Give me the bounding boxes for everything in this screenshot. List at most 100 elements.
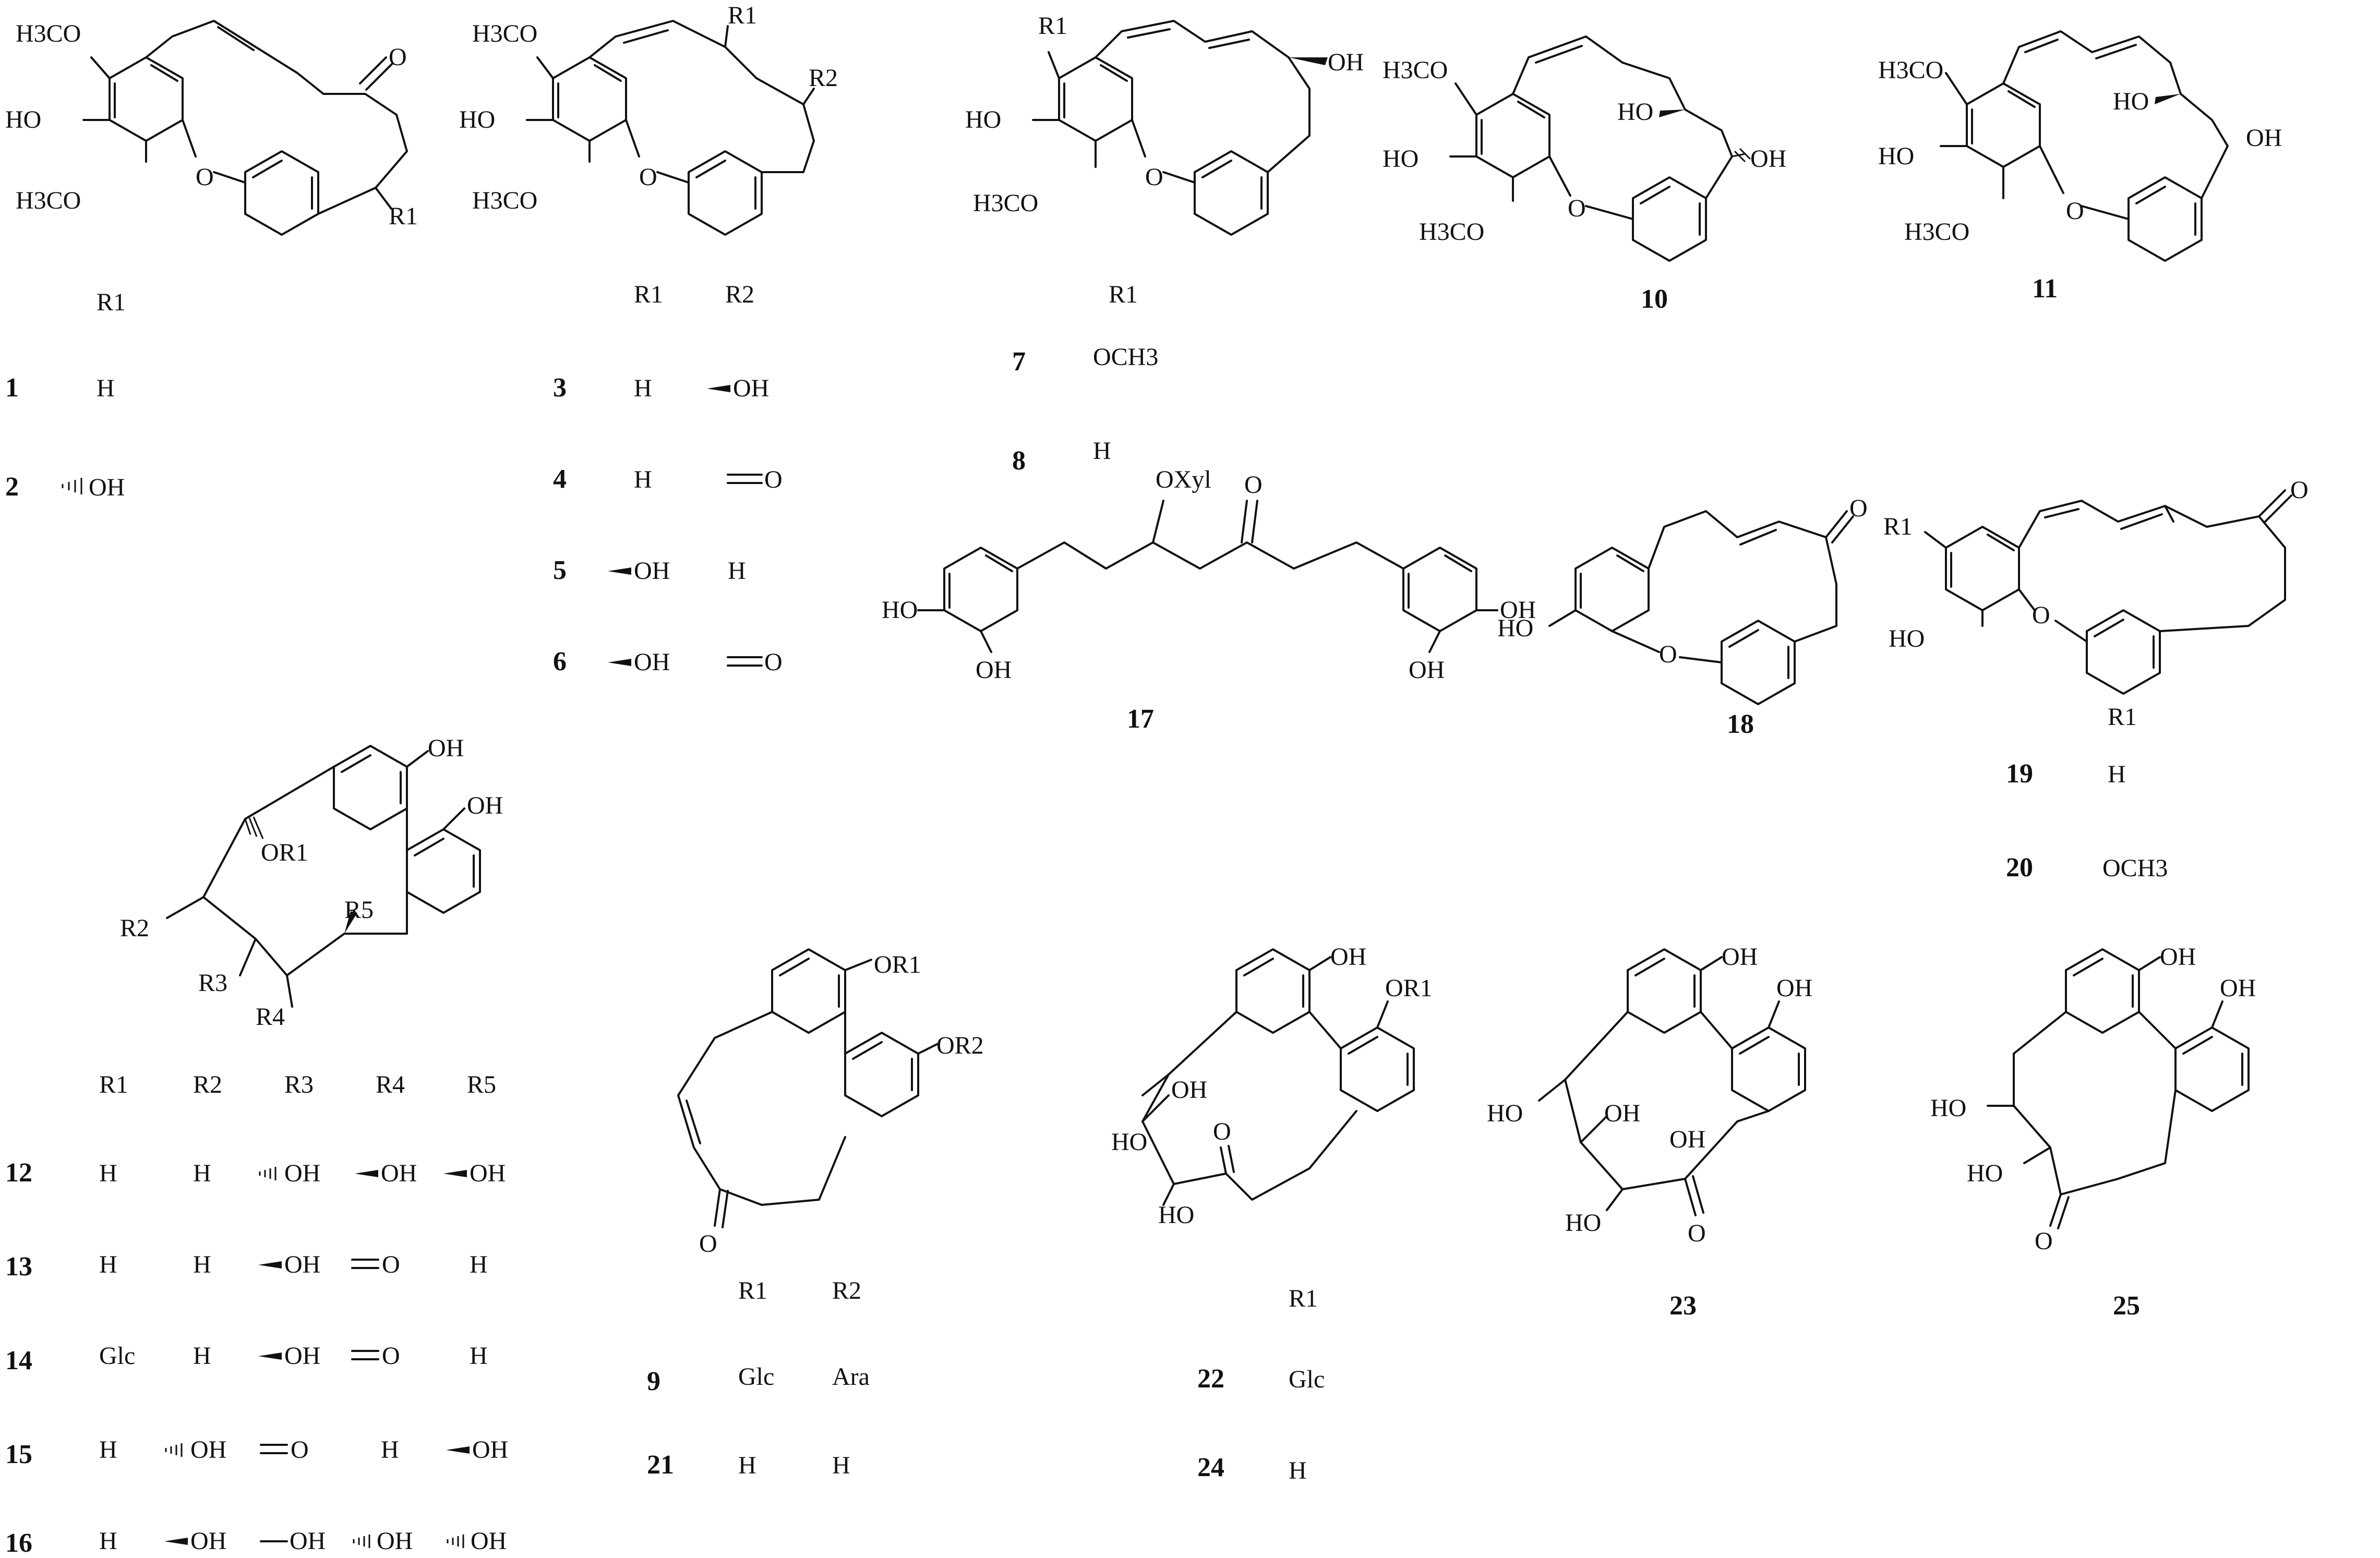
label-oh-right: OH xyxy=(1500,596,1536,624)
compound-number-20: 20 xyxy=(2006,853,2033,883)
wedge-bond-icon xyxy=(443,1170,467,1177)
table-header-r4: R4 xyxy=(376,1071,405,1098)
wedge-bond-icon xyxy=(164,1538,188,1545)
label-ketone-o: O xyxy=(1688,1219,1706,1247)
label-ho-bottom: HO xyxy=(1158,1201,1194,1229)
label-ether-o: O xyxy=(1659,641,1677,668)
cell-4-r1: H xyxy=(634,466,652,493)
table-header-r1: R1 xyxy=(1109,281,1138,308)
cell-13-r1: H xyxy=(99,1251,117,1278)
cell-3-r1: H xyxy=(634,375,652,402)
cell-16-r4: OH xyxy=(377,1527,413,1555)
hash-bond-icon xyxy=(62,478,82,494)
cell-20-r1: OCH3 xyxy=(2102,854,2168,882)
label-or2: OR2 xyxy=(936,1032,984,1059)
compound-number-16: 16 xyxy=(5,1528,32,1558)
label-oh-lower: OH xyxy=(1669,1126,1705,1153)
label-r1: R1 xyxy=(389,202,418,230)
label-ketone-o: O xyxy=(2035,1227,2053,1255)
compound-number-18: 18 xyxy=(1727,709,1754,739)
hash-bond-icon xyxy=(353,1535,370,1548)
table-header-r2: R2 xyxy=(193,1071,222,1098)
substituent-table-compounds-7-8: R1 7 OCH3 8 H xyxy=(1012,281,1158,476)
cell-13-r4: O xyxy=(382,1251,400,1278)
structure-compounds-9-21: OR1 OR2 O xyxy=(677,948,984,1258)
label-h3co-top: H3CO xyxy=(16,20,81,47)
wedge-bond-icon xyxy=(446,1446,470,1454)
label-ether-o: O xyxy=(639,163,657,191)
cell-14-r4: O xyxy=(382,1342,400,1370)
cell-8-r1: H xyxy=(1093,437,1111,465)
label-r4: R4 xyxy=(256,1003,285,1031)
compound-number-5: 5 xyxy=(553,555,567,585)
compound-number-15: 15 xyxy=(5,1440,32,1469)
label-ether-o: O xyxy=(1145,163,1163,191)
label-ho-inner: HO xyxy=(1617,98,1653,126)
label-h3co-bottom: H3CO xyxy=(16,187,81,214)
cell-13-r5: H xyxy=(470,1251,488,1278)
compound-number-1: 1 xyxy=(5,373,19,403)
double-bond-icon xyxy=(351,1259,379,1269)
label-h3co-bottom: H3CO xyxy=(1904,218,1969,246)
label-ketone-o: O xyxy=(2290,476,2309,504)
compound-number-19: 19 xyxy=(2006,759,2033,789)
label-ho: HO xyxy=(1889,625,1925,653)
label-ho: HO xyxy=(1497,614,1533,642)
compound-number-21: 21 xyxy=(647,1450,674,1480)
substituent-table-compounds-3-6: R1 R2 3 H OH 4 H O 5 OH H 6 OH O xyxy=(553,281,783,677)
table-header-r1: R1 xyxy=(99,1071,128,1098)
cell-14-r2: H xyxy=(193,1342,211,1370)
label-ether-o: O xyxy=(2066,197,2084,225)
wedge-bond-icon xyxy=(258,1352,282,1360)
table-header-r2: R2 xyxy=(832,1277,861,1305)
cell-2-r1: OH xyxy=(89,474,125,501)
cell-19-r1: H xyxy=(2108,760,2126,788)
label-oh-right-lower: OH xyxy=(1409,656,1445,684)
wedge-bond-icon xyxy=(707,385,730,392)
structure-compound-11: H3CO HO OH HO H3CO O 11 xyxy=(1878,30,2282,304)
label-h3co-bottom: H3CO xyxy=(1419,218,1484,246)
label-ketone-o: O xyxy=(1213,1118,1231,1145)
compound-number-7: 7 xyxy=(1012,347,1026,377)
label-oh-top: OH xyxy=(1722,943,1758,971)
substituent-table-compounds-12-16: R1 R2 R3 R4 R5 12 H H OH OH OH 13 H H OH… xyxy=(5,1071,508,1558)
cell-22-r1: Glc xyxy=(1289,1366,1325,1393)
substituent-table-compounds-9-21: R1 R2 9 Glc Ara 21 H H xyxy=(647,1277,870,1480)
label-r5: R5 xyxy=(344,896,374,924)
label-ketone-o: O xyxy=(699,1230,717,1258)
label-ho-lower: HO xyxy=(1967,1160,2003,1187)
label-h3co-top: H3CO xyxy=(1878,56,1943,84)
compound-number-4: 4 xyxy=(553,464,567,494)
structure-compounds-7-8: R1 OH HO H3CO O xyxy=(965,12,1364,236)
label-ketone-o: O xyxy=(1849,494,1868,522)
structure-compound-23: OH OH HO OH HO OH O 23 xyxy=(1487,943,1812,1321)
cell-16-r5: OH xyxy=(471,1527,507,1555)
structure-compounds-19-20: O R1 HO O xyxy=(1883,476,2309,695)
label-oh-inner: OH xyxy=(1171,1076,1207,1104)
cell-5-r1: OH xyxy=(634,557,670,585)
label-ho-upper: HO xyxy=(1930,1094,1966,1122)
label-ketone-o: O xyxy=(1244,471,1263,499)
table-header-r3: R3 xyxy=(284,1071,314,1098)
cell-5-r2: H xyxy=(728,557,746,585)
compound-number-8: 8 xyxy=(1012,446,1026,476)
compound-number-6: 6 xyxy=(553,647,567,677)
label-or1: OR1 xyxy=(874,951,921,979)
cell-15-r5: OH xyxy=(472,1436,508,1464)
structure-compound-18: O HO O 18 xyxy=(1497,494,1868,739)
label-oh-top: OH xyxy=(428,734,464,762)
label-ether-o: O xyxy=(1568,195,1586,222)
label-r2: R2 xyxy=(120,914,149,942)
label-ho-bottom: HO xyxy=(1565,1209,1601,1237)
compound-number-17: 17 xyxy=(1127,704,1154,734)
label-oxyl: OXyl xyxy=(1156,466,1211,493)
cell-12-r4: OH xyxy=(381,1160,417,1187)
cell-15-r2: OH xyxy=(190,1436,226,1464)
substituent-table-compounds-22-24: R1 22 Glc 24 H xyxy=(1197,1285,1325,1484)
label-or1: OR1 xyxy=(1385,974,1433,1002)
cell-21-r2: H xyxy=(832,1452,850,1479)
double-bond-icon xyxy=(351,1350,379,1360)
structure-compound-10: H3CO HO OH HO H3CO O 10 xyxy=(1383,35,1786,314)
label-ho: HO xyxy=(1878,142,1914,170)
label-ho: HO xyxy=(459,106,495,134)
